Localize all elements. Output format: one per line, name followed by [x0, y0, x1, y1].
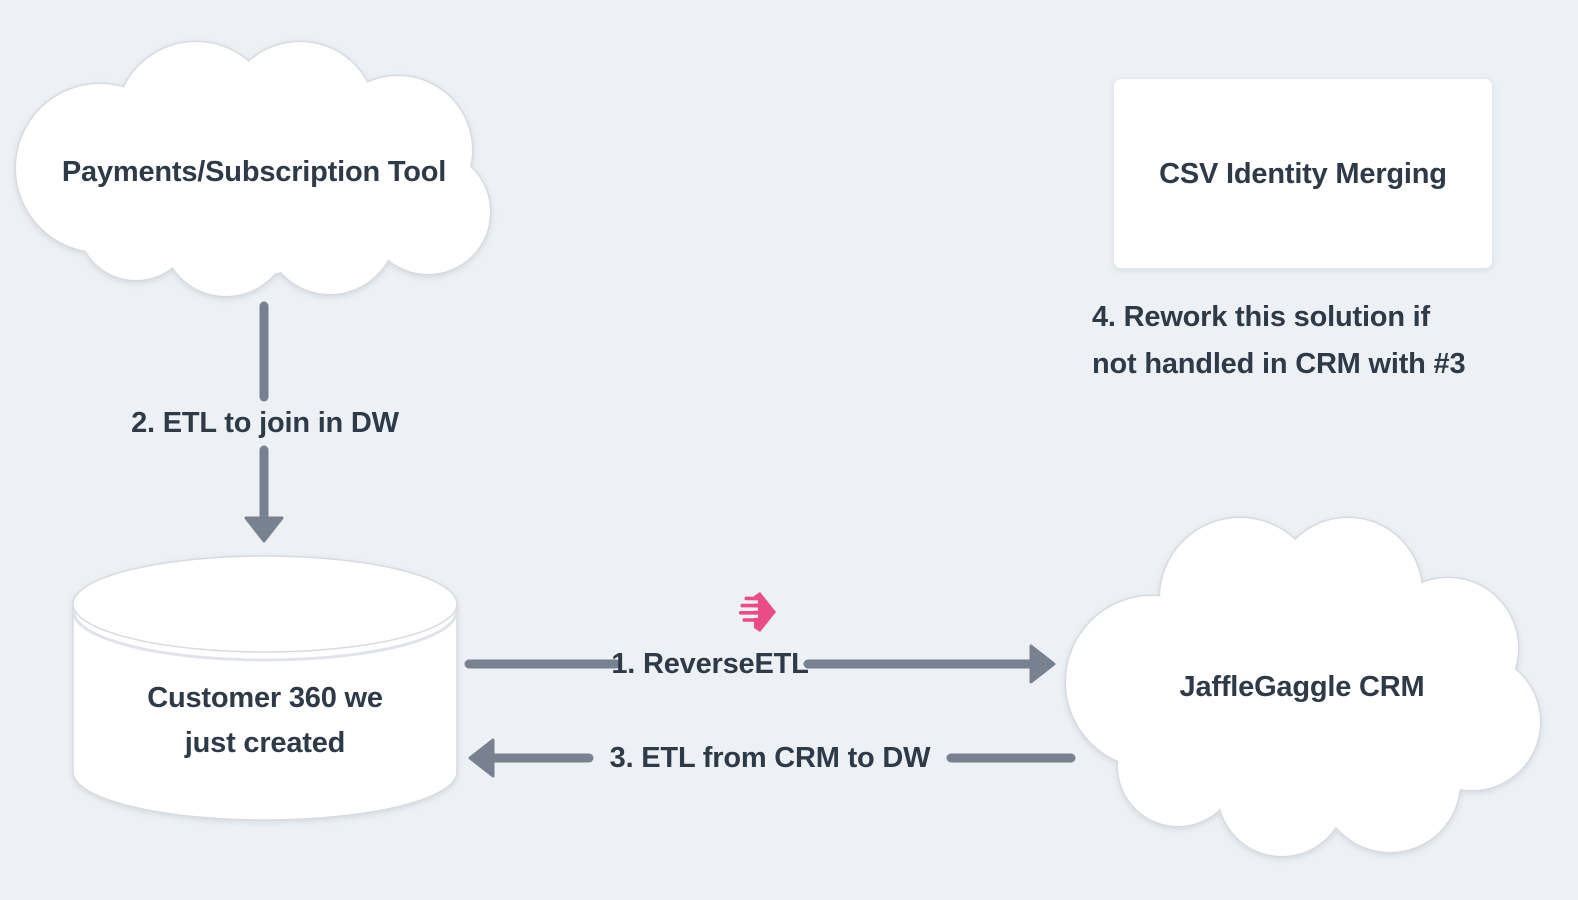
db-cylinder-top: [72, 555, 458, 653]
customer-db-label: Customer 360 we just created: [65, 676, 465, 766]
etl-from-crm-arrow: [468, 738, 1076, 778]
note-step4-line2: not handled in CRM with #3: [1092, 348, 1466, 380]
csv-card-label: CSV Identity Merging: [1159, 157, 1447, 190]
crm-cloud-label: JaffleGaggle CRM: [1179, 671, 1425, 703]
customer-db-label-line2: just created: [184, 727, 346, 759]
edge-label-reverse-etl: 1. ReverseETL: [611, 648, 809, 680]
hightouch-logo-icon: [739, 592, 776, 632]
customer-db-label-line1: Customer 360 we: [147, 682, 383, 714]
arrow-right-head-icon: [1029, 644, 1056, 684]
payments-cloud-label: Payments/Subscription Tool: [61, 156, 447, 188]
note-step4: 4. Rework this solution if not handled i…: [1092, 294, 1532, 388]
customer-db-shape: [72, 555, 458, 821]
csv-identity-card: CSV Identity Merging: [1113, 78, 1493, 269]
db-cylinder-top-shading: [72, 611, 458, 662]
etl-join-arrow: [244, 301, 284, 543]
db-cylinder-body: [72, 604, 458, 821]
reverse-etl-arrow: [464, 644, 1056, 684]
edge-label-etl-from-crm: 3. ETL from CRM to DW: [609, 742, 931, 774]
arrow-down-head-icon: [244, 516, 284, 543]
note-step4-line1: 4. Rework this solution if: [1092, 301, 1430, 333]
edge-label-etl-join: 2. ETL to join in DW: [131, 407, 399, 439]
